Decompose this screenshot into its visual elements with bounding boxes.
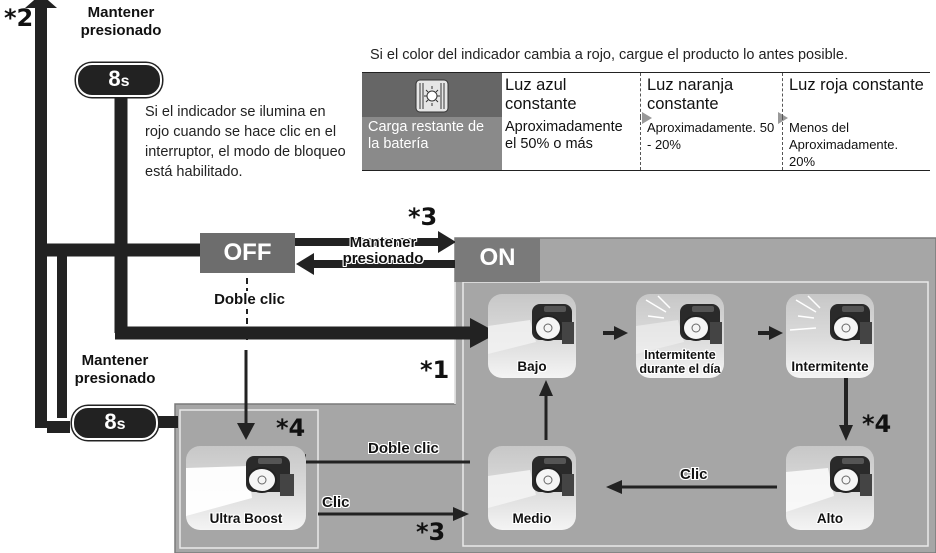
hold-top-time-value: 8 [108,66,121,91]
mode-intermitente-label: Intermitente [791,359,869,374]
footnote-1-marker: *1 [420,356,450,384]
hold-top-label: Mantener presionado [74,4,168,40]
mode-medio: Medio [488,446,576,530]
mode-intermitente-dia: Intermitente durante el día [636,294,724,378]
off-on-label: Mantener presionado [318,235,448,267]
medio-to-ultra-label: Doble clic [368,440,439,457]
hold-top-time-unit: s [120,73,130,90]
alto-to-medio-arrow [606,480,777,494]
mode-intermitente-dia-line2: durante el día [639,362,721,376]
battery-warning-note: Si el color del indicador cambia a rojo,… [370,47,848,63]
on-state-box: ON [455,238,540,282]
off-state-box: OFF [200,233,295,273]
mode-ultra-boost: Ultra Boost [186,446,306,530]
hold-left-label-line2: presionado [74,370,156,387]
footnote-4-marker-ultra: *4 [276,414,306,442]
val-red: Menos del Aproximadamente. 20% [782,117,930,171]
ultra-to-medio-label: Clic [322,494,350,511]
hold-8s-top-arrow [25,0,70,433]
off-on-label-line2: presionado [342,250,424,267]
hold-top-label-line2: presionado [80,22,162,39]
col-blue: Luz azul constante [502,72,641,117]
bike-light-icon [786,456,872,512]
ultra-boost-panel [179,409,319,549]
bajo-to-intermitente-dia-arrow [603,326,628,340]
lock-mode-note: Si el indicador se ilumina en rojo cuand… [145,104,346,180]
hold-top-label-line1: Mantener [87,4,155,21]
col-red: Luz roja constante [782,72,930,117]
hold-left-time-value: 8 [104,409,117,434]
on-to-off-arrow [296,253,456,275]
footnote-2-marker: *2 [4,4,34,32]
bike-light-icon [488,456,574,508]
mode-intermitente: Intermitente [786,294,874,378]
mode-ultra-boost-label: Ultra Boost [209,511,283,526]
mode-alto: Alto [786,446,874,530]
off-double-click-label: Doble clic [202,291,297,309]
val-orange: Aproximadamente. 50 - 20% [640,117,783,171]
footnote-4-marker-alto: *4 [862,410,892,438]
off-on-label-line1: Mantener [349,234,417,251]
bike-light-flash-icon [636,295,722,354]
on-modes-panel [174,237,936,553]
indicator-table: Luz azul constante Luz naranja constante… [362,72,930,171]
intermitente-dia-to-intermitente-arrow [758,326,783,340]
bike-light-boost-icon [186,456,294,516]
mode-bajo: Bajo [488,294,576,378]
hold-8s-to-bajo-arrow [114,96,498,348]
col-orange: Luz naranja constante [640,72,783,117]
intermitente-to-alto-arrow [839,378,853,441]
val-blue: Aproximadamente el 50% o más [502,117,641,171]
alto-to-medio-label: Clic [680,466,708,483]
hold-left-8s-badge: 8s [72,406,158,440]
hold-left-time-unit: s [116,416,126,433]
footnote-3-marker-top: *3 [408,203,438,231]
mode-intermitente-dia-label: Intermitente durante el día [636,348,724,376]
indicator-light-icon [414,79,450,118]
mode-bajo-label: Bajo [517,359,547,374]
off-to-ultra-arrow [237,350,255,440]
ultra-to-medio-arrow [318,507,469,521]
bike-light-icon [488,304,574,354]
footnote-3-marker-bottom: *3 [416,518,446,546]
mode-medio-label: Medio [512,511,552,526]
medio-to-bajo-arrow [539,380,553,440]
hold-top-8s-badge: 8s [76,63,162,97]
mode-intermitente-dia-line1: Intermitente [644,348,716,362]
hold-left-label-line1: Mantener [81,352,149,369]
off-to-on-arrow [295,231,456,253]
indicator-icon-cell [362,72,502,118]
mode-alto-label: Alto [816,511,844,526]
bike-light-flash-icon [789,295,872,344]
hold-left-label: Mantener presionado [63,352,167,388]
row-battery-label: Carga restante de la batería [362,117,502,171]
